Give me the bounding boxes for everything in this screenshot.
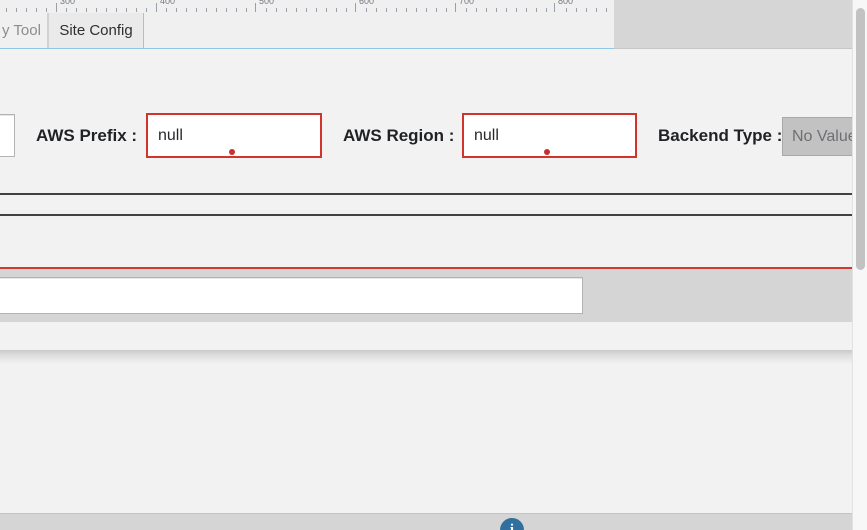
ruler-tick-minor — [536, 8, 537, 12]
ruler-tick-minor — [546, 8, 547, 12]
empty-panel-body — [0, 364, 853, 513]
ruler-tick-minor — [376, 8, 377, 12]
ruler-tick-major — [56, 3, 57, 12]
vertical-scrollbar-thumb[interactable] — [856, 8, 865, 270]
ruler-tick-minor — [106, 8, 107, 12]
ruler-tick-minor — [276, 8, 277, 12]
ruler-tick-minor — [236, 8, 237, 12]
tab-bar: y Tool Site Config — [0, 13, 867, 49]
ruler-tick-minor — [486, 8, 487, 12]
ruler-tick-minor — [116, 8, 117, 12]
ruler-tick-minor — [36, 8, 37, 12]
ruler-tick-minor — [306, 8, 307, 12]
ruler-tick-major — [355, 3, 356, 12]
ruler-tick-minor — [476, 8, 477, 12]
ruler-tick-minor — [446, 8, 447, 12]
ruler-tick-minor — [26, 8, 27, 12]
tab-site-config-label: Site Config — [59, 22, 133, 39]
ruler-tick-minor — [346, 8, 347, 12]
ruler-tick-minor — [496, 8, 497, 12]
panel-shadow — [0, 350, 853, 364]
backend-type-label: Backend Type : — [658, 126, 783, 145]
ruler-tick-minor — [396, 8, 397, 12]
backend-type-value: No Value — [792, 127, 857, 145]
ruler-tick-minor — [196, 8, 197, 12]
ruler-tick-minor — [66, 8, 67, 12]
ruler-tick-major — [554, 3, 555, 12]
aws-prefix-value: null — [158, 126, 183, 144]
ruler-tick-minor — [6, 8, 7, 12]
error-divider — [0, 267, 853, 269]
ruler-tick-minor — [586, 8, 587, 12]
tab-bar-filler — [614, 13, 867, 49]
aws-prefix-required-dot — [229, 149, 235, 155]
ruler-tick-minor — [466, 8, 467, 12]
ruler-tick-minor — [406, 8, 407, 12]
info-icon-glyph: i — [509, 521, 515, 530]
content-panel: AWS Prefix : null AWS Region : null Back… — [0, 49, 867, 530]
ruler-tick-minor — [206, 8, 207, 12]
ruler-tick-minor — [46, 8, 47, 12]
tab-query-tool-label: y Tool — [2, 22, 41, 39]
ruler-label: 600 — [359, 0, 375, 6]
ruler-tick-minor — [216, 8, 217, 12]
wide-text-input[interactable] — [0, 277, 583, 314]
ruler-tick-minor — [286, 8, 287, 12]
ruler-tick-minor — [516, 8, 517, 12]
ruler-tick-minor — [326, 8, 327, 12]
ruler-tick-minor — [506, 8, 507, 12]
ruler-tick-minor — [16, 8, 17, 12]
ruler-tick-major — [455, 3, 456, 12]
vertical-scrollbar[interactable] — [852, 0, 867, 530]
ruler-tick-minor — [606, 8, 607, 12]
ruler-tick-major — [255, 3, 256, 12]
ruler-tick-minor — [146, 8, 147, 12]
ruler-tick-minor — [596, 8, 597, 12]
clipped-left-field[interactable] — [0, 114, 15, 157]
aws-region-required-dot — [544, 149, 550, 155]
ruler-tick-minor — [176, 8, 177, 12]
ruler-tick-minor — [266, 8, 267, 12]
config-form-row: AWS Prefix : null AWS Region : null Back… — [0, 96, 867, 166]
footer-bar — [0, 513, 853, 530]
ruler-tick-minor — [226, 8, 227, 12]
ruler-tick-minor — [96, 8, 97, 12]
ruler-tick-minor — [436, 8, 437, 12]
tab-query-tool[interactable]: y Tool — [0, 13, 48, 48]
ruler-tick-minor — [166, 8, 167, 12]
ruler-strip-inactive — [614, 0, 867, 13]
panel-gap — [0, 322, 853, 350]
ruler-tick-major — [156, 3, 157, 12]
ruler-tick-minor — [576, 8, 577, 12]
ruler-tick-minor — [86, 8, 87, 12]
ruler-tick-minor — [416, 8, 417, 12]
ruler: 300 400 500 600 700 800 — [0, 0, 867, 13]
aws-region-label: AWS Region : — [343, 126, 455, 145]
ruler-label: 800 — [558, 0, 574, 6]
aws-prefix-label: AWS Prefix : — [36, 126, 138, 145]
ruler-tick-minor — [526, 8, 527, 12]
section-divider-bottom — [0, 214, 853, 216]
ruler-tick-minor — [246, 8, 247, 12]
ruler-tick-minor — [126, 8, 127, 12]
ruler-tick-minor — [366, 8, 367, 12]
ruler-label: 700 — [459, 0, 475, 6]
ruler-tick-minor — [336, 8, 337, 12]
ruler-tick-minor — [76, 8, 77, 12]
section-divider-top — [0, 193, 853, 195]
tab-site-config[interactable]: Site Config — [48, 13, 144, 48]
ruler-label: 300 — [60, 0, 76, 6]
ruler-tick-minor — [566, 8, 567, 12]
ruler-tick-minor — [296, 8, 297, 12]
aws-region-value: null — [474, 126, 499, 144]
ruler-tick-minor — [136, 8, 137, 12]
ruler-label: 500 — [259, 0, 275, 6]
ruler-strip-active: 300 400 500 600 700 800 — [0, 0, 614, 13]
ruler-tick-minor — [186, 8, 187, 12]
info-circle-icon[interactable]: i — [500, 518, 524, 530]
ruler-tick-minor — [426, 8, 427, 12]
ruler-tick-minor — [316, 8, 317, 12]
ruler-tick-minor — [386, 8, 387, 12]
ruler-label: 400 — [160, 0, 176, 6]
